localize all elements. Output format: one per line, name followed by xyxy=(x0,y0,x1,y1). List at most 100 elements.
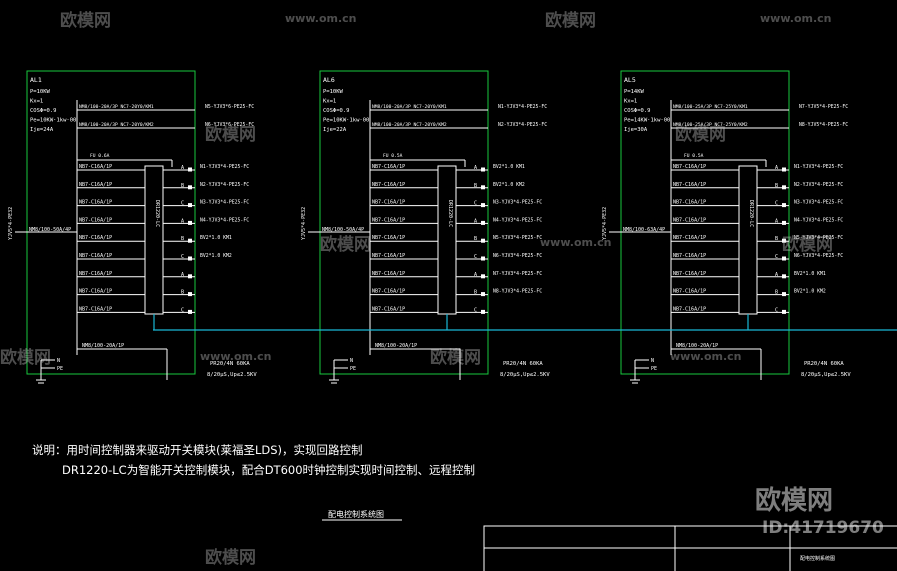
branch-breaker-label: NB7-C16A/1P xyxy=(673,235,706,241)
watermark-brand: 欧模网 xyxy=(205,548,256,568)
watermark-brand: 欧模网 xyxy=(782,235,833,255)
branch-circuit-label: BV2*1.0 KM2 xyxy=(200,253,232,259)
panel-parameter: COSΦ=0.9 xyxy=(624,108,651,114)
branch-terminal xyxy=(188,167,192,172)
phase-label: C xyxy=(181,307,184,313)
panel-parameter: Ije=22A xyxy=(323,127,347,133)
fuse-label: FU 0.5A xyxy=(684,153,704,159)
branch-terminal xyxy=(782,292,786,297)
branch-breaker-label: NB7-C16A/1P xyxy=(372,271,405,277)
note-line-2: DR1220-LC为智能开关控制模块，配合DT600时钟控制实现时间控制、远程控… xyxy=(62,463,476,477)
branch-breaker-label: NB7-C16A/1P xyxy=(673,217,706,223)
panel-parameter: COSΦ=0.9 xyxy=(30,108,57,114)
panel-parameter: Kx=1 xyxy=(30,99,43,105)
branch-circuit-label: BV2*1.0 KM1 xyxy=(200,235,232,241)
feed-cable-label: YJV5*4-PE32 xyxy=(8,207,14,240)
branch-breaker-label: NB7-C16A/1P xyxy=(79,271,112,277)
branch-breaker-label: NB7-C16A/1P xyxy=(79,200,112,206)
panel-parameter: Kx=1 xyxy=(624,99,637,105)
panel-parameter: Ije=30A xyxy=(624,127,648,133)
spd-spec-label: 8/20μS,Up≤2.5KV xyxy=(500,372,550,378)
watermark-url: www.om.cn xyxy=(760,12,832,25)
fuse-label: FU 0.6A xyxy=(90,153,110,159)
branch-breaker-label: NB7-C16A/1P xyxy=(79,289,112,295)
phase-label: B xyxy=(775,183,778,189)
branch-circuit-label: BV2*1.0 KM2 xyxy=(493,182,525,188)
branch-breaker-label: NB7-C16A/1P xyxy=(673,271,706,277)
phase-label: A xyxy=(775,165,778,171)
three-phase-circuit-label: N8-YJV5*4-PE25-FC xyxy=(799,122,848,128)
branch-circuit-label: N5-YJV3*4-PE25-FC xyxy=(493,235,542,241)
panel-parameter: COSΦ=0.9 xyxy=(323,108,350,114)
panel-frame xyxy=(620,70,790,375)
feed-cable-label: YJV5*4-PE32 xyxy=(301,207,307,240)
branch-breaker-label: NB7-C16A/1P xyxy=(372,253,405,259)
watermark-brand: 欧模网 xyxy=(0,348,51,368)
branch-breaker-label: NB7-C16A/1P xyxy=(673,182,706,188)
panel-parameter: Pe=14KW·1kw·00 xyxy=(624,118,670,124)
three-phase-breaker-label: NM8/100-20A/3P NC7-20Y0/KM1 xyxy=(372,104,447,110)
branch-breaker-label: NB7-C16A/1P xyxy=(372,164,405,170)
branch-breaker-label: NB7-C16A/1P xyxy=(79,164,112,170)
watermark-brand: 欧模网 xyxy=(675,125,726,145)
branch-terminal xyxy=(782,256,786,261)
branch-circuit-label: N4-YJV3*4-PE25-FC xyxy=(493,217,542,223)
panel-parameter: Pe=10KW·1kw·00 xyxy=(323,118,369,124)
title-block xyxy=(483,525,897,571)
spd-breaker-label: NM8/100-20A/1P xyxy=(375,343,417,349)
spd-label: PR20/4N 60KA xyxy=(804,361,844,367)
branch-terminal xyxy=(481,256,485,261)
branch-circuit-label: N4-YJV3*4-PE25-FC xyxy=(200,217,249,223)
three-phase-breaker-label: NM8/100-25A/3P NC7-25Y0/KM2 xyxy=(673,122,748,128)
phase-label: A xyxy=(775,272,778,278)
branch-breaker-label: NB7-C16A/1P xyxy=(79,217,112,223)
neutral-label: N xyxy=(57,358,60,364)
panel-parameter: Ije=24A xyxy=(30,127,54,133)
branch-breaker-label: NB7-C16A/1P xyxy=(673,289,706,295)
spd-label: PR20/4N 60KA xyxy=(210,361,250,367)
phase-label: A xyxy=(181,165,184,171)
branch-terminal xyxy=(188,309,192,314)
watermark-brand: 欧模网 xyxy=(320,235,371,255)
branch-terminal xyxy=(188,203,192,208)
branch-terminal xyxy=(188,256,192,261)
spd-label: PR20/4N 60KA xyxy=(503,361,543,367)
main-breaker-label: NM8/100-50A/4P xyxy=(322,227,364,233)
branch-breaker-label: NB7-C16A/1P xyxy=(372,217,405,223)
branch-breaker-label: NB7-C16A/1P xyxy=(79,182,112,188)
watermark-brand: 欧模网 xyxy=(545,11,596,31)
phase-label: C xyxy=(775,201,778,207)
control-module xyxy=(738,165,758,315)
panel-name: AL5 xyxy=(624,76,636,84)
phase-label: B xyxy=(474,290,477,296)
watermark-url: www.om.cn xyxy=(540,236,612,249)
feed-cable-label: YJV5*4-PE32 xyxy=(602,207,608,240)
spd-spec-label: 8/20μS,Up≤2.5KV xyxy=(207,372,257,378)
phase-label: A xyxy=(181,218,184,224)
phase-label: B xyxy=(775,290,778,296)
branch-terminal xyxy=(782,167,786,172)
branch-circuit-label: N8-YJV3*4-PE25-FC xyxy=(493,289,542,295)
branch-circuit-label: N4-YJV3*4-PE25-FC xyxy=(794,217,843,223)
control-module xyxy=(144,165,164,315)
three-phase-circuit-label: N5-YJV3*6-PE25-FC xyxy=(205,104,254,110)
branch-breaker-label: NB7-C16A/1P xyxy=(372,200,405,206)
fuse-label: FU 0.5A xyxy=(383,153,403,159)
branch-terminal xyxy=(481,167,485,172)
control-module xyxy=(437,165,457,315)
watermark-brand: 欧模网 xyxy=(205,125,256,145)
panel-parameter: Pe=10KW·1kw·00 xyxy=(30,118,76,124)
branch-breaker-label: NB7-C16A/1P xyxy=(673,253,706,259)
title-block-label: 配电控制系统图 xyxy=(800,555,835,562)
watermark-brand: 欧模网 xyxy=(60,11,111,31)
neutral-label: N xyxy=(350,358,353,364)
branch-circuit-label: N7-YJV3*4-PE25-FC xyxy=(493,271,542,277)
branch-circuit-label: N1-YJV3*4-PE25-FC xyxy=(200,164,249,170)
phase-label: B xyxy=(181,236,184,242)
three-phase-breaker-label: NM8/100-20A/3P NC7-20Y0/KM2 xyxy=(372,122,447,128)
watermark-brand-large: 欧模网 xyxy=(755,486,834,516)
branch-terminal xyxy=(481,203,485,208)
pe-label: PE xyxy=(651,366,657,372)
branch-terminal xyxy=(782,309,786,314)
